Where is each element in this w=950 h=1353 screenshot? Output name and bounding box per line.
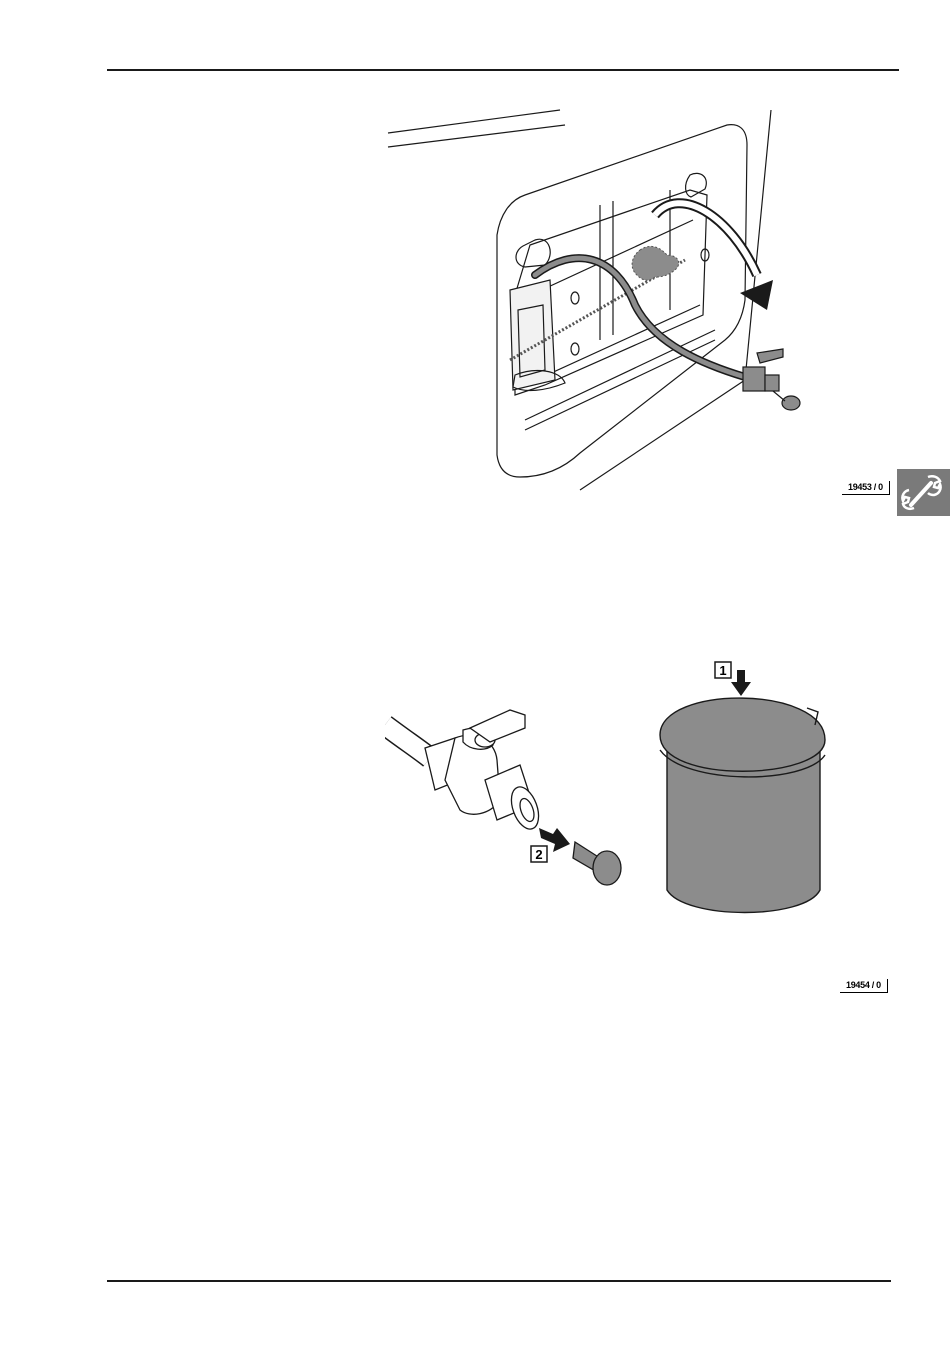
figure-valve-plug-bucket: 2 1 bbox=[385, 650, 835, 930]
callout-2-label: 2 bbox=[535, 847, 542, 862]
figure-drain-hose-panel bbox=[385, 105, 815, 495]
header-rule bbox=[107, 69, 899, 71]
figure-ref-2: 19454 / 0 bbox=[840, 979, 888, 993]
section-tab bbox=[897, 469, 950, 516]
drain-hose-illustration bbox=[385, 105, 815, 495]
drain-plug-icon bbox=[573, 842, 621, 885]
arrow-1-icon bbox=[731, 670, 751, 696]
wrench-icon bbox=[897, 469, 950, 516]
callout-1-label: 1 bbox=[719, 663, 726, 678]
bucket-icon bbox=[660, 698, 825, 912]
body-edge-line bbox=[388, 110, 560, 133]
valve-icon bbox=[743, 349, 800, 410]
valve-plug-bucket-illustration: 2 1 bbox=[385, 650, 835, 930]
footer-rule bbox=[107, 1280, 891, 1282]
figure-ref-1: 19453 / 0 bbox=[842, 481, 890, 495]
